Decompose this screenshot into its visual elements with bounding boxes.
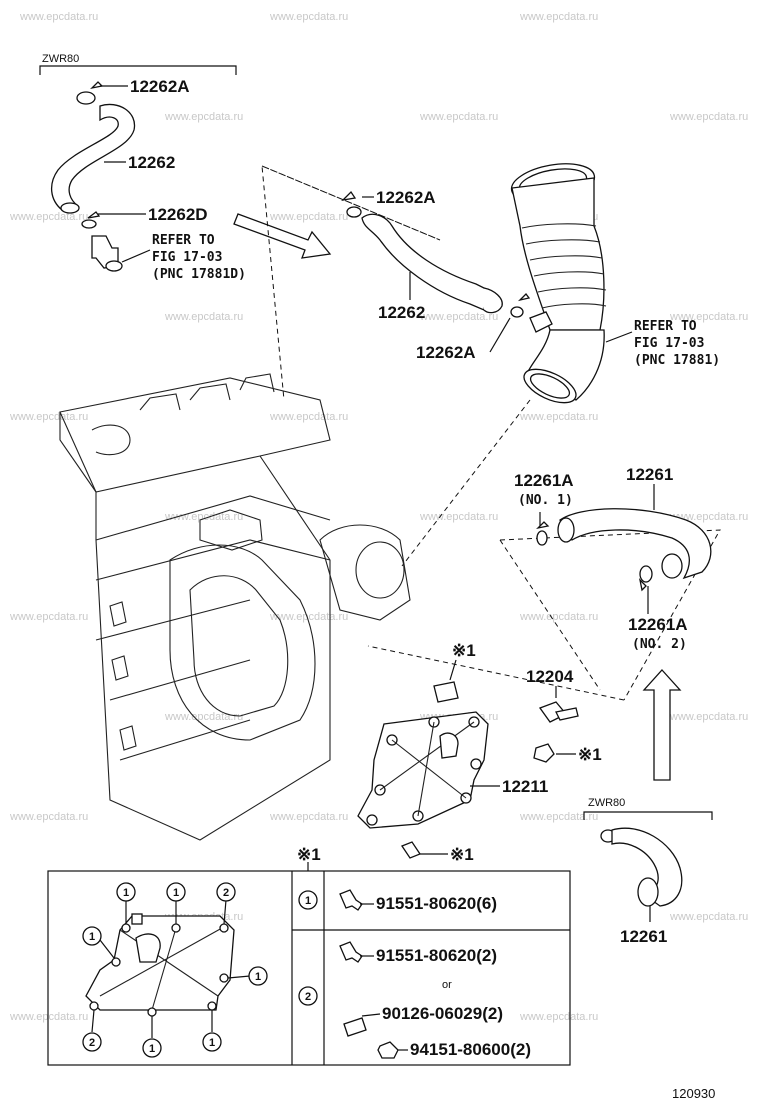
bolt-icon bbox=[339, 941, 363, 963]
watermark-text: www.epcdata.ru bbox=[519, 411, 598, 423]
callout-number: 1 bbox=[209, 1037, 215, 1049]
nut-icon bbox=[533, 743, 555, 763]
engine-block bbox=[59, 373, 411, 841]
variant-label: ZWR80 bbox=[588, 797, 625, 809]
legend-row-number: 2 bbox=[305, 991, 311, 1003]
watermark-text: www.epcdata.ru bbox=[669, 111, 748, 123]
watermark-text: www.epcdata.ru bbox=[269, 411, 348, 423]
refer-to-text: REFER TO bbox=[152, 233, 215, 248]
watermark-text: www.epcdata.ru bbox=[519, 611, 598, 623]
part-label-12262A: 12262A bbox=[130, 77, 190, 96]
watermark-text: www.epcdata.ru bbox=[164, 311, 243, 323]
intake-duct bbox=[510, 163, 607, 404]
hose-12261-bottom bbox=[600, 827, 683, 907]
sensor-12204 bbox=[538, 701, 579, 723]
part-label-12261A: 12261A bbox=[628, 615, 688, 634]
watermark-text: www.epcdata.ru bbox=[419, 311, 498, 323]
refer-pnc-text: (PNC 17881) bbox=[634, 353, 720, 368]
part-variant-no2: (NO. 2) bbox=[632, 637, 687, 652]
mark-1-label: ※1 bbox=[452, 641, 476, 660]
refer-to-text: REFER TO bbox=[634, 319, 697, 334]
watermark-text: www.epcdata.ru bbox=[419, 111, 498, 123]
hose-12262-top-left bbox=[51, 81, 136, 272]
watermark-text: www.epcdata.ru bbox=[164, 111, 243, 123]
variant-bracket-top-left: ZWR80 bbox=[39, 53, 237, 75]
watermark-text: www.epcdata.ru bbox=[669, 911, 748, 923]
watermark-text: www.epcdata.ru bbox=[164, 511, 243, 523]
watermark-text: www.epcdata.ru bbox=[269, 11, 348, 23]
part-label-12262A: 12262A bbox=[416, 343, 476, 362]
watermark-text: www.epcdata.ru bbox=[9, 611, 88, 623]
legend-or-text: or bbox=[442, 979, 452, 991]
legend-row-number: 1 bbox=[305, 895, 311, 907]
part-label-12261: 12261 bbox=[620, 927, 667, 946]
watermark-text: www.epcdata.ru bbox=[419, 511, 498, 523]
watermark-text: www.epcdata.ru bbox=[669, 511, 748, 523]
watermark-text: www.epcdata.ru bbox=[669, 311, 748, 323]
watermark-text: www.epcdata.ru bbox=[519, 1011, 598, 1023]
watermark-text: www.epcdata.ru bbox=[669, 711, 748, 723]
watermark-text: www.epcdata.ru bbox=[269, 611, 348, 623]
watermark-text: www.epcdata.ru bbox=[19, 11, 98, 23]
legend-header: ※1 bbox=[297, 845, 321, 864]
mark-1-label: ※1 bbox=[450, 845, 474, 864]
figure-number: 120930 bbox=[672, 1086, 715, 1101]
watermark-text: www.epcdata.ru bbox=[269, 211, 348, 223]
watermark-text: www.epcdata.ru bbox=[519, 811, 598, 823]
part-label-12262: 12262 bbox=[378, 303, 425, 322]
callout-number: 1 bbox=[149, 1043, 155, 1055]
refer-fig-text: FIG 17-03 bbox=[152, 250, 222, 265]
cover-12211 bbox=[357, 711, 489, 829]
part-label-12262A: 12262A bbox=[376, 188, 436, 207]
hose-12261-right bbox=[536, 508, 712, 592]
part-label-12211: 12211 bbox=[502, 777, 548, 796]
legend-part-number: 91551-80620(2) bbox=[376, 946, 497, 965]
part-label-12261: 12261 bbox=[626, 465, 673, 484]
watermark-text: www.epcdata.ru bbox=[519, 11, 598, 23]
fastener-legend: ※1 1 1 2 1 1 2 1 1 1 91551-80620 bbox=[47, 845, 571, 1066]
hose-12262-middle bbox=[341, 190, 531, 318]
watermark-text: www.epcdata.ru bbox=[9, 811, 88, 823]
up-arrow-icon bbox=[642, 669, 682, 781]
legend-part-number: 90126-06029(2) bbox=[382, 1004, 503, 1023]
callout-number: 1 bbox=[255, 971, 261, 983]
callout-number: 2 bbox=[89, 1037, 95, 1049]
callout-number: 1 bbox=[89, 931, 95, 943]
bolt-icon bbox=[339, 889, 363, 911]
legend-part-number: 91551-80620(6) bbox=[376, 894, 497, 913]
part-label-12261A: 12261A bbox=[514, 471, 574, 490]
variant-label: ZWR80 bbox=[42, 53, 79, 65]
variant-bracket-bottom-right: ZWR80 bbox=[583, 797, 713, 820]
part-label-12204: 12204 bbox=[526, 667, 574, 686]
legend-part-number: 94151-80600(2) bbox=[410, 1040, 531, 1059]
refer-pnc-text: (PNC 17881D) bbox=[152, 267, 246, 282]
callout-number: 1 bbox=[123, 887, 129, 899]
direction-arrow-icon bbox=[233, 213, 332, 259]
part-label-12262D: 12262D bbox=[148, 205, 208, 224]
part-label-12262: 12262 bbox=[128, 153, 175, 172]
watermark-text: www.epcdata.ru bbox=[9, 411, 88, 423]
watermark-text: www.epcdata.ru bbox=[9, 1011, 88, 1023]
part-variant-no1: (NO. 1) bbox=[518, 493, 573, 508]
assembly-outline bbox=[261, 165, 441, 401]
nut-icon bbox=[377, 1041, 399, 1059]
stud-bolt-icon bbox=[343, 1017, 367, 1037]
mark-1-label: ※1 bbox=[578, 745, 602, 764]
watermark-text: www.epcdata.ru bbox=[269, 811, 348, 823]
callout-number: 1 bbox=[173, 887, 179, 899]
stud-bolt-icon bbox=[433, 681, 459, 703]
watermark-text: www.epcdata.ru bbox=[9, 211, 88, 223]
watermark-text: www.epcdata.ru bbox=[164, 711, 243, 723]
bolt-icon bbox=[401, 841, 421, 859]
refer-fig-text: FIG 17-03 bbox=[634, 336, 704, 351]
callout-number: 2 bbox=[223, 887, 229, 899]
